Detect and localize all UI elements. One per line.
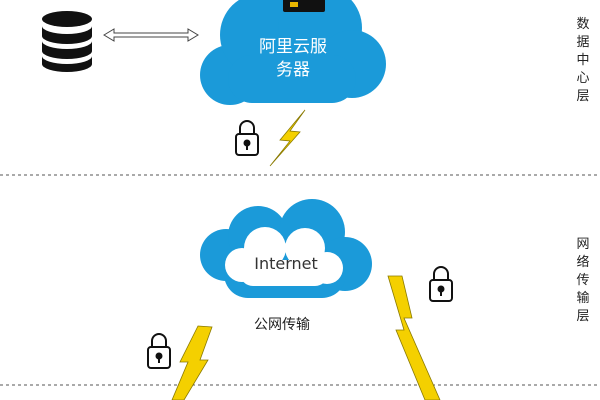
cloud-server-icon [200,0,386,105]
server-icon [283,0,325,12]
database-icon [42,11,92,72]
internet-cloud-inner [225,227,343,286]
cloud-server-label-line2: 务器 [276,60,310,80]
layer-label-datacenter: 数据中心层 [576,17,590,104]
lightning-icon [387,275,441,400]
cloud-server-label-line1: 阿里云服 [259,37,327,57]
cloud-server-label: 阿里云服 务器 [232,36,354,82]
internet-label: Internet [254,254,318,273]
lock-icon [147,333,171,369]
lock-icon [429,266,453,302]
layer-label-network: 网络传输层 [576,237,590,324]
lightning-icon [269,109,306,167]
public-transfer-label: 公网传输 [254,317,310,333]
lightning-icon [171,325,213,400]
lock-icon [235,120,259,156]
bidirectional-arrow-icon [103,28,199,42]
